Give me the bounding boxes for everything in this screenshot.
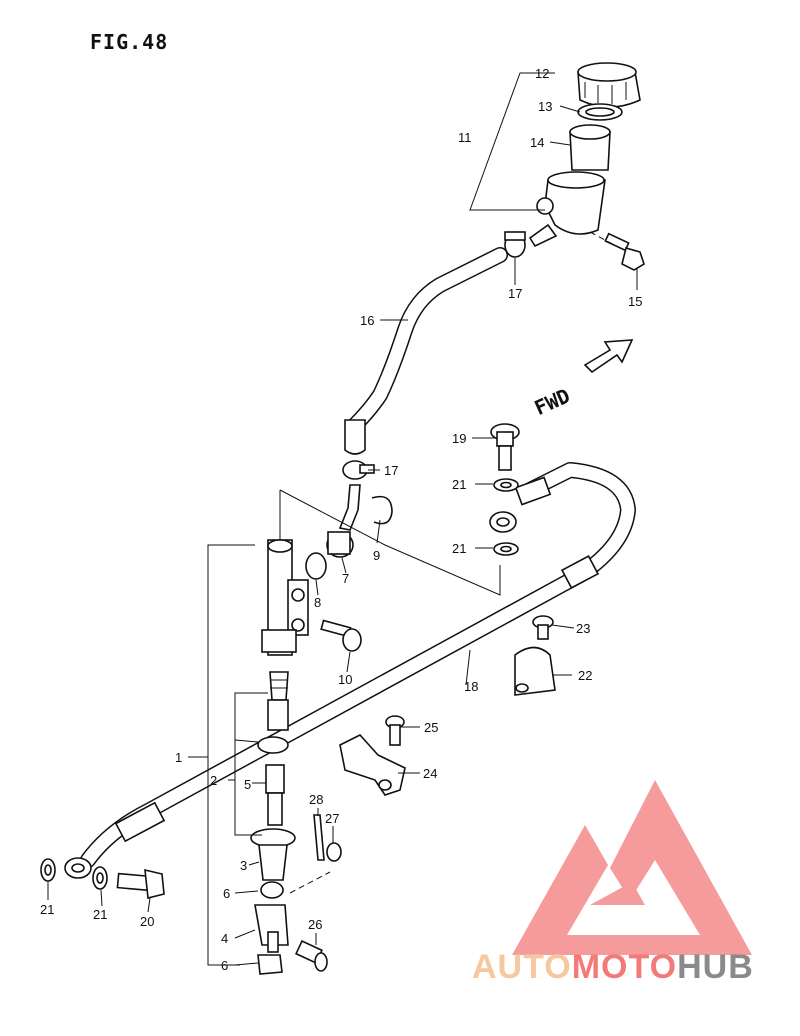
- watermark-part-hub: HUB: [677, 948, 754, 986]
- circlip-9: [371, 495, 393, 525]
- callout-19: 19: [452, 431, 466, 446]
- bolt-20: [116, 868, 165, 899]
- piston-assembly: [250, 671, 296, 899]
- callout-7: 7: [342, 571, 349, 586]
- callout-17-lower: 17: [384, 463, 398, 478]
- bolt-10: [320, 619, 362, 652]
- callout-11: 11: [458, 130, 472, 145]
- callout-8: 8: [314, 595, 321, 610]
- watermark-part-auto: AUTO: [472, 948, 572, 986]
- callout-9: 9: [373, 548, 380, 563]
- fwd-arrow-icon: [583, 339, 634, 374]
- hose-guide-22: [514, 646, 556, 696]
- watermark-wordmark: AUTOMOTOHUB: [472, 948, 754, 987]
- callout-3: 3: [240, 858, 247, 873]
- watermark-part-moto: MOTO: [571, 948, 678, 986]
- fwd-label: FWD: [531, 383, 574, 420]
- callout-10: 10: [338, 672, 352, 687]
- clamp-17-upper: [504, 231, 526, 258]
- leader-lines: [47, 72, 638, 966]
- callout-18: 18: [464, 679, 478, 694]
- reservoir-11: [528, 62, 641, 248]
- callout-21-lower-left: 21: [40, 902, 54, 917]
- washer-21-upper: [493, 478, 519, 492]
- callout-6-upper: 6: [223, 886, 230, 901]
- callout-24: 24: [423, 766, 437, 781]
- clamp-17-lower: [342, 460, 375, 480]
- pin-26: [295, 939, 328, 972]
- callout-13: 13: [538, 99, 552, 114]
- screw-25: [385, 715, 405, 746]
- callout-21-upper: 21: [452, 477, 466, 492]
- master-cylinder-body: [261, 539, 309, 656]
- callout-5: 5: [244, 777, 251, 792]
- callout-28: 28: [309, 792, 323, 807]
- bracket-24: [339, 734, 406, 796]
- callout-labels: 12 13 11 14 17 15 16 19 17 21 9 21 7 8 2…: [40, 66, 642, 973]
- callout-16: 16: [360, 313, 374, 328]
- callout-17-upper: 17: [508, 286, 522, 301]
- cotter-pin-28: [313, 814, 325, 861]
- washer-21-lower-mid: [92, 866, 108, 890]
- reservoir-hose-16: [344, 247, 508, 455]
- callout-25: 25: [424, 720, 438, 735]
- callout-21-lower-mid: 21: [93, 907, 107, 922]
- washer-21-lower-left: [40, 858, 56, 882]
- callout-12: 12: [535, 66, 549, 81]
- screw-23: [532, 615, 554, 640]
- callout-26: 26: [308, 917, 322, 932]
- callout-6-lower: 6: [221, 958, 228, 973]
- callout-20: 20: [140, 914, 154, 929]
- o-ring-8: [305, 552, 327, 580]
- bolt-19: [490, 423, 520, 471]
- watermark-logo-icon: [512, 780, 752, 955]
- bolt-15: [604, 232, 645, 271]
- clevis-4: [254, 904, 289, 975]
- brake-hose-18: [64, 462, 636, 879]
- callout-2: 2: [210, 773, 217, 788]
- figure-title: FIG.48: [90, 30, 169, 54]
- callout-14: 14: [530, 135, 544, 150]
- washer-27: [326, 842, 342, 862]
- washer-21-middle: [493, 542, 519, 556]
- connector-7: [326, 484, 361, 558]
- callout-15: 15: [628, 294, 642, 309]
- callout-1: 1: [175, 750, 182, 765]
- callout-4: 4: [221, 931, 228, 946]
- callout-22: 22: [578, 668, 592, 683]
- callout-27: 27: [325, 811, 339, 826]
- callout-21-middle: 21: [452, 541, 466, 556]
- callout-23: 23: [576, 621, 590, 636]
